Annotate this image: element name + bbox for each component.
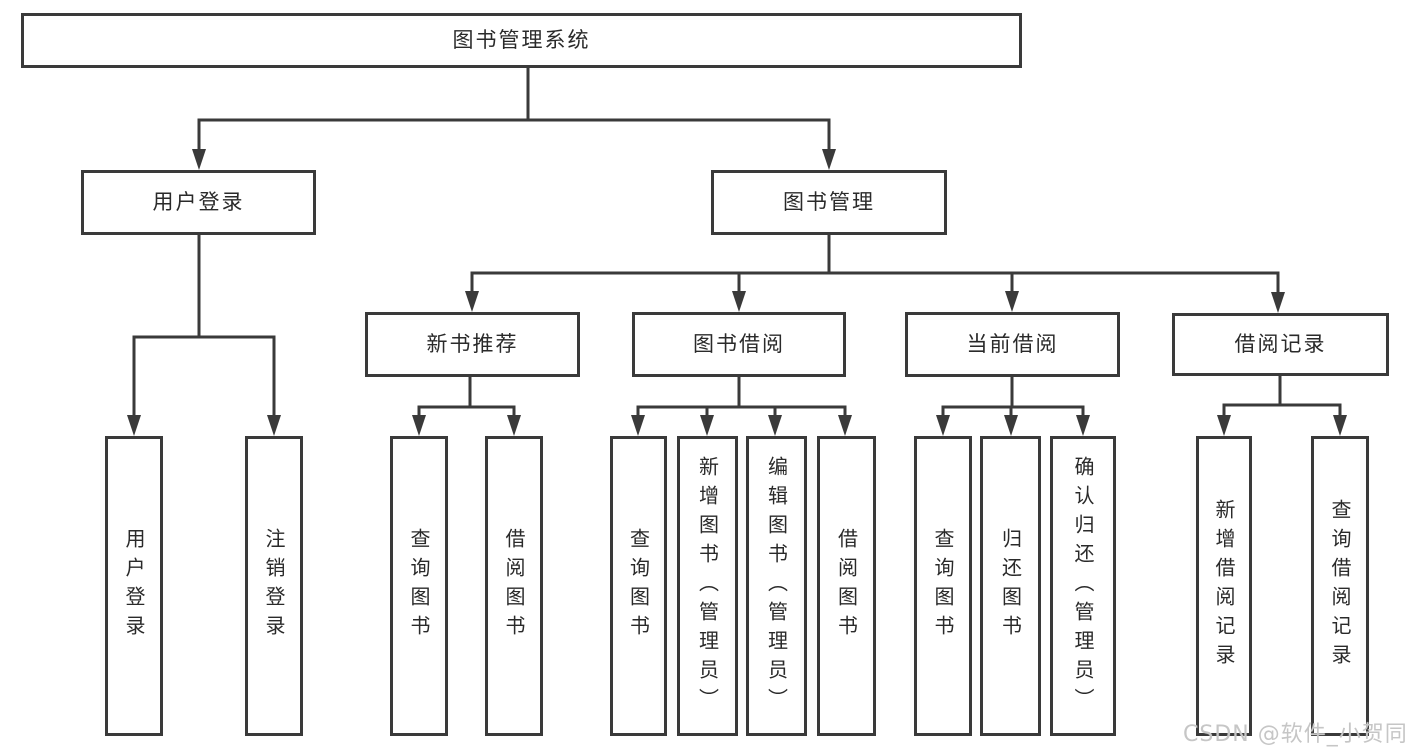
node-root: 图书管理系统 [21, 13, 1022, 68]
leaf-borrow-book-recommend: 借阅图书 [485, 436, 543, 736]
leaf-query-book-borrow: 查询图书 [610, 436, 667, 736]
leaf-borrow-book: 借阅图书 [817, 436, 876, 736]
leaf-logout: 注销登录 [245, 436, 303, 736]
leaf-return-book: 归还图书 [980, 436, 1041, 736]
leaf-query-book-recommend: 查询图书 [390, 436, 448, 736]
leaf-edit-book-admin: 编辑图书（管理员） [746, 436, 807, 736]
node-new-book-recommend: 新书推荐 [365, 312, 580, 377]
leaf-user-login: 用户登录 [105, 436, 163, 736]
leaf-add-borrow-record: 新增借阅记录 [1196, 436, 1252, 736]
leaf-query-borrow-record: 查询借阅记录 [1311, 436, 1369, 736]
node-user-login: 用户登录 [81, 170, 316, 235]
node-book-management: 图书管理 [711, 170, 947, 235]
leaf-confirm-return-admin: 确认归还（管理员） [1050, 436, 1116, 736]
csdn-watermark: CSDN @软件_小贺同学 [1183, 722, 1405, 747]
node-current-borrow: 当前借阅 [905, 312, 1120, 377]
node-book-borrow: 图书借阅 [632, 312, 846, 377]
leaf-query-book-current: 查询图书 [914, 436, 972, 736]
node-borrow-records: 借阅记录 [1172, 313, 1389, 376]
leaf-add-book-admin: 新增图书（管理员） [677, 436, 738, 736]
